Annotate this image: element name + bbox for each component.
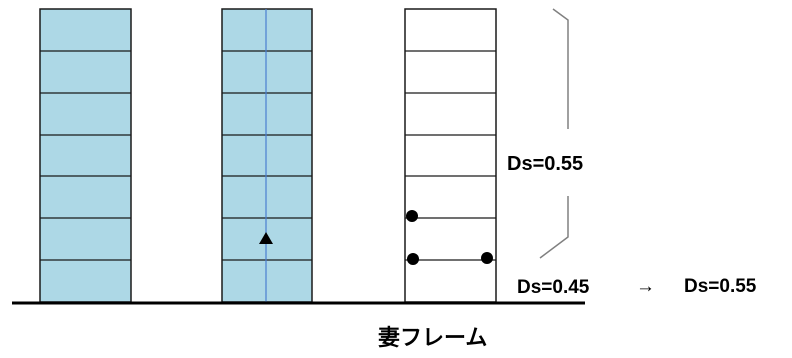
frame-2-body xyxy=(221,8,313,303)
triangle-marker xyxy=(259,232,273,244)
frame-3-body xyxy=(404,8,497,303)
frame-2 xyxy=(221,8,313,303)
frame-1 xyxy=(39,8,132,303)
frame-1-body xyxy=(39,8,132,303)
dot-marker xyxy=(481,252,493,264)
frame-2-floor-lines xyxy=(222,50,312,261)
lower-ds-after-label: Ds=0.55 xyxy=(684,276,757,297)
caption: 妻フレーム xyxy=(378,325,487,351)
frame-1-floor-lines xyxy=(40,50,131,261)
frame-3 xyxy=(404,8,497,303)
brace-lower xyxy=(539,196,569,259)
lower-ds-before-label: Ds=0.45 xyxy=(517,277,590,298)
dot-marker xyxy=(407,253,419,265)
dot-marker xyxy=(406,210,418,222)
frame-3-floor-lines xyxy=(405,50,496,261)
upper-ds-label: Ds=0.55 xyxy=(507,153,583,175)
brace-upper xyxy=(552,8,569,129)
arrow-icon: → xyxy=(636,276,655,297)
